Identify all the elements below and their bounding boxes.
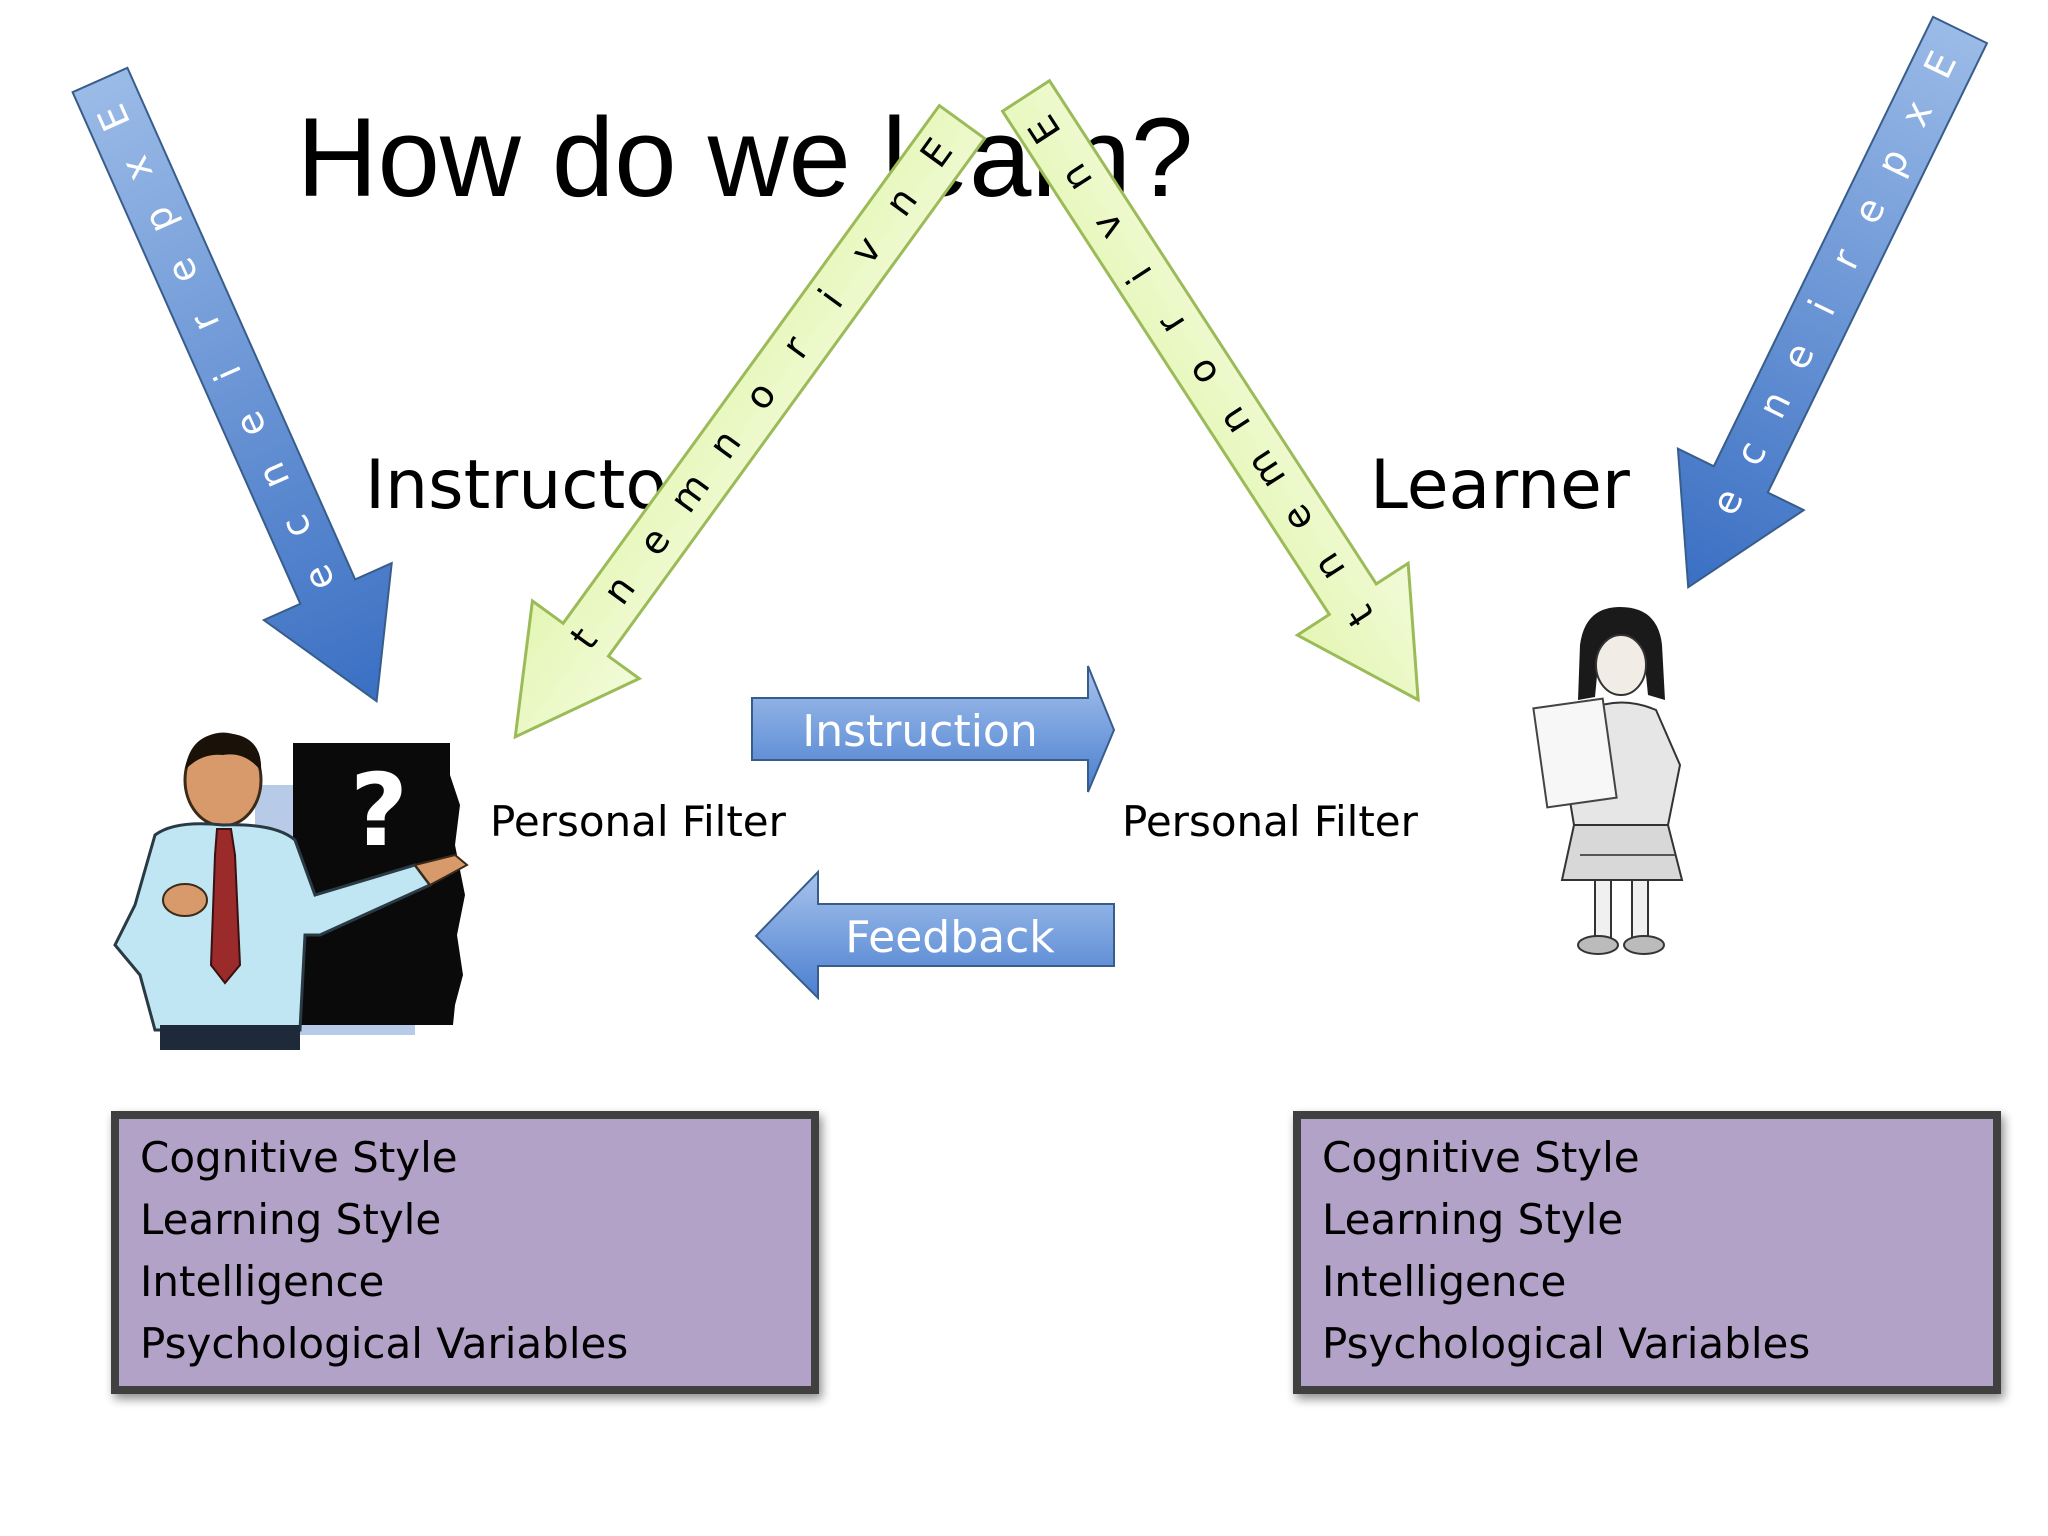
feedback-arrow: Feedback (754, 869, 1115, 1001)
girl-holding-paper-icon (1532, 607, 1684, 955)
learner-trait: Cognitive Style (1322, 1133, 1640, 1182)
teacher-at-blackboard-icon: ? (113, 732, 469, 1050)
instructor-trait: Learning Style (140, 1195, 441, 1244)
instruction-label: Instruction (802, 706, 1038, 757)
instructor-traits-box (111, 1111, 819, 1394)
learner-personal-filter: Personal Filter (1122, 797, 1419, 846)
learner-traits-box (1293, 1111, 2001, 1394)
learner-trait: Intelligence (1322, 1257, 1566, 1306)
learner-trait: Psychological Variables (1322, 1319, 1810, 1368)
instruction-arrow: Instruction (751, 665, 1116, 793)
learner-trait: Learning Style (1322, 1195, 1623, 1244)
instructor-label: Instructor (365, 446, 695, 525)
learner-label: Learner (1370, 446, 1630, 525)
instructor-trait: Cognitive Style (140, 1133, 458, 1182)
instructor-trait: Psychological Variables (140, 1319, 628, 1368)
feedback-label: Feedback (845, 912, 1055, 963)
instructor-personal-filter: Personal Filter (490, 797, 787, 846)
instructor-trait: Intelligence (140, 1257, 384, 1306)
question-mark: ? (350, 752, 408, 869)
